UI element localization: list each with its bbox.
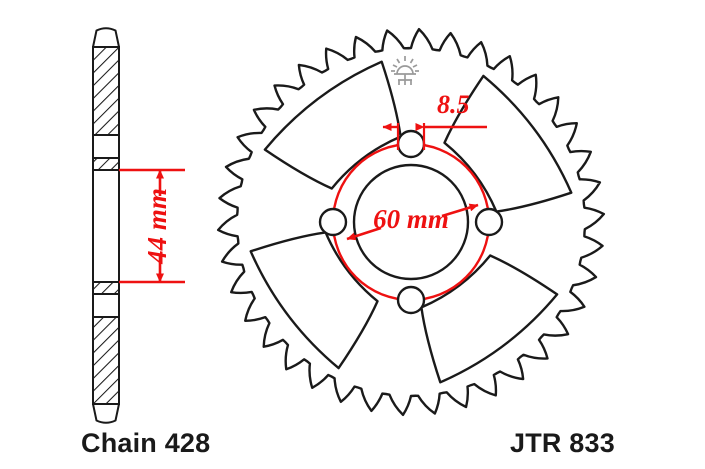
- sun-icon: [391, 56, 419, 85]
- thickness-label: 44 mm: [142, 188, 172, 265]
- side-relief-groove-top: [92, 134, 120, 159]
- bolt-circle-dimension: 60 mm: [346, 203, 479, 241]
- bolt-circle-label: 60 mm: [373, 204, 449, 234]
- center-bore: [352, 163, 470, 281]
- side-web: [92, 169, 120, 283]
- pcd-arrow-right: [441, 203, 479, 218]
- bolt-hole: [396, 129, 426, 159]
- spoke-cutouts: [249, 60, 573, 384]
- bolt-hole: [396, 285, 426, 315]
- bolt-hole: [318, 207, 348, 237]
- bolt-hole-dimension: 8.5: [382, 90, 487, 150]
- side-rim-step-bottom: [92, 281, 120, 295]
- bolt-hole: [474, 207, 504, 237]
- side-relief-groove-bottom: [92, 293, 120, 318]
- spoke-cutout: [263, 60, 402, 190]
- spoke-cutout: [420, 254, 559, 384]
- side-section-view: 44 mm: [92, 27, 185, 424]
- part-number-caption: JTR 833: [510, 428, 615, 458]
- front-face-view: 8.5 60 mm: [216, 27, 606, 417]
- sun-ray-4: [392, 64, 398, 68]
- spoke-cutout: [443, 74, 573, 213]
- sun-ray-2: [396, 58, 401, 64]
- bolt-holes: [318, 129, 504, 315]
- sun-ray-5: [412, 64, 418, 68]
- pcd-arrow-left: [346, 226, 382, 241]
- side-hatch-bottom-tooth: [92, 316, 120, 405]
- sun-base: [398, 79, 412, 85]
- sun-ray-3: [409, 58, 414, 64]
- side-rim-step-top: [92, 157, 120, 171]
- bolt-hole-label: 8.5: [437, 90, 470, 119]
- spoke-cutout: [249, 231, 379, 370]
- thickness-dimension: 44 mm: [119, 168, 185, 284]
- chain-caption: Chain 428: [81, 428, 211, 458]
- sun-dome: [396, 65, 414, 75]
- side-tooth-tip-bottom: [92, 403, 120, 424]
- side-hatch-top-tooth: [92, 46, 120, 136]
- side-tooth-tip-top: [92, 27, 120, 48]
